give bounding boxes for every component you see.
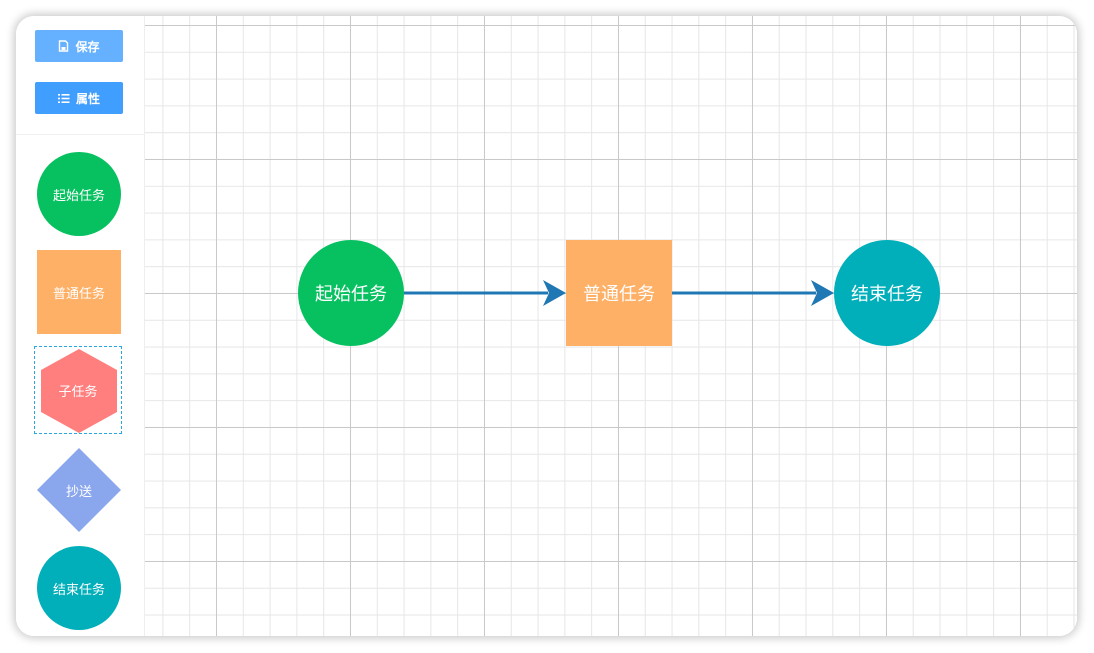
- save-button[interactable]: 保存: [35, 30, 123, 62]
- palette-cc-label: 抄送: [65, 484, 92, 500]
- properties-button-label: 属性: [75, 91, 100, 106]
- edge-task-to-end[interactable]: [672, 280, 834, 306]
- edge-start-to-task[interactable]: [404, 280, 566, 306]
- flow-canvas[interactable]: 起始任务 普通任务 结束任务: [144, 16, 1077, 636]
- node-normal-task-label: 普通任务: [583, 284, 655, 305]
- palette-subtask-label: 子任务: [58, 384, 98, 400]
- palette-end-task[interactable]: 结束任务: [37, 546, 121, 630]
- node-start-task[interactable]: 起始任务: [298, 240, 404, 346]
- palette-end-task-label: 结束任务: [52, 582, 105, 598]
- palette-normal-task[interactable]: 普通任务: [37, 250, 121, 334]
- properties-button[interactable]: 属性: [35, 82, 123, 114]
- node-end-task[interactable]: 结束任务: [834, 240, 940, 346]
- node-start-task-label: 起始任务: [315, 284, 387, 305]
- palette-subtask[interactable]: 子任务: [34, 346, 122, 434]
- palette-normal-task-label: 普通任务: [52, 286, 105, 302]
- node-end-task-label: 结束任务: [851, 284, 923, 305]
- palette-start-task-label: 起始任务: [52, 188, 105, 204]
- save-icon: [59, 40, 69, 52]
- flow-editor-window: 保存 属性 起始任务 普通任务 子任务 抄送: [16, 16, 1077, 636]
- palette-cc[interactable]: 抄送: [37, 448, 121, 532]
- sidebar-divider: [16, 134, 144, 135]
- palette-start-task[interactable]: 起始任务: [37, 152, 121, 236]
- node-normal-task[interactable]: 普通任务: [566, 240, 672, 346]
- save-button-label: 保存: [75, 39, 100, 54]
- sidebar: 保存 属性 起始任务 普通任务 子任务 抄送: [16, 16, 145, 636]
- list-icon: [57, 93, 70, 103]
- edges-layer: [404, 280, 834, 306]
